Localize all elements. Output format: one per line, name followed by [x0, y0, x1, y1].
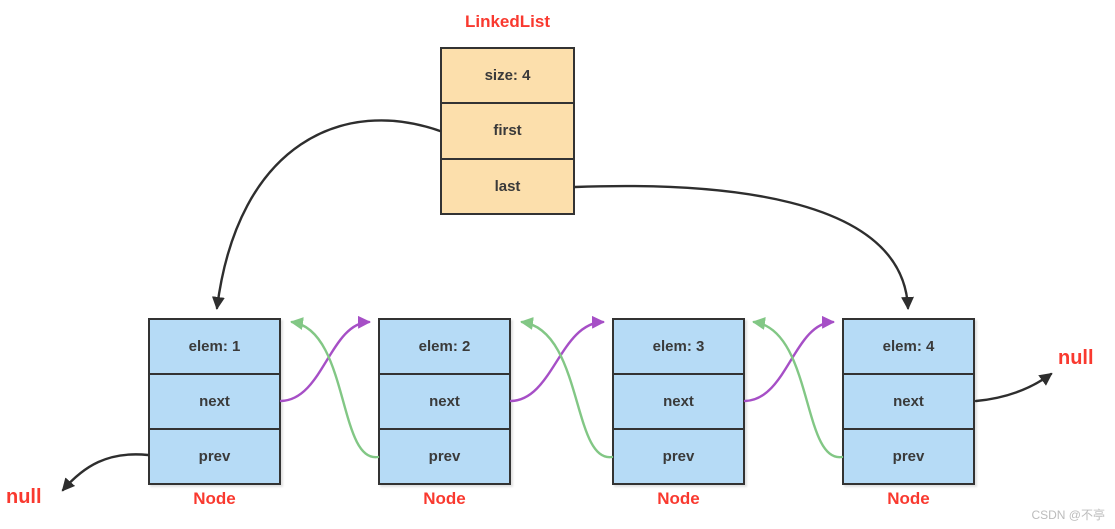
next-arrow-node3-node4	[743, 315, 835, 403]
node-1-elem-cell: elem: 1	[188, 338, 241, 355]
linkedlist-title: LinkedList	[464, 12, 550, 31]
null-label-right: null	[1058, 347, 1094, 369]
node-4-prev-cell: prev	[844, 428, 973, 483]
next-null-arrow	[974, 372, 1053, 403]
node-3-elem-cell: elem: 3	[652, 338, 705, 355]
linkedlist-last-cell: last	[442, 157, 573, 213]
null-label-left: null	[6, 486, 42, 508]
first-pointer-arrow	[211, 119, 442, 310]
node-1-next-cell: next	[150, 373, 279, 428]
linkedlist-size-cell: size: 4	[484, 67, 531, 85]
node-2-caption: Node	[423, 489, 466, 508]
node-3-prev-cell: prev	[614, 428, 743, 483]
next-arrow-node1-node2	[279, 315, 371, 403]
node-2-box: elem: 2 next prev	[378, 318, 511, 485]
node-2-elem-cell: elem: 2	[418, 338, 471, 355]
node-1-caption: Node	[193, 489, 236, 508]
watermark: CSDN @不亭	[1031, 508, 1105, 522]
prev-arrow-node2-node1	[290, 317, 380, 459]
linkedlist-first-cell: first	[442, 102, 573, 157]
node-4-next-cell: next	[844, 373, 973, 428]
node-4-caption: Node	[887, 489, 930, 508]
last-pointer-arrow	[573, 184, 914, 310]
node-3-box: elem: 3 next prev	[612, 318, 745, 485]
node-2-prev-cell: prev	[380, 428, 509, 483]
prev-arrow-node4-node3	[752, 317, 844, 459]
next-arrow-node2-node3	[509, 315, 605, 403]
prev-null-arrow	[61, 453, 150, 492]
prev-arrow-node3-node2	[520, 317, 614, 459]
node-4-box: elem: 4 next prev	[842, 318, 975, 485]
linkedlist-box: size: 4 first last	[440, 47, 575, 215]
node-3-caption: Node	[657, 489, 700, 508]
node-1-prev-cell: prev	[150, 428, 279, 483]
node-4-elem-cell: elem: 4	[882, 338, 935, 355]
node-3-next-cell: next	[614, 373, 743, 428]
node-2-next-cell: next	[380, 373, 509, 428]
node-1-box: elem: 1 next prev	[148, 318, 281, 485]
